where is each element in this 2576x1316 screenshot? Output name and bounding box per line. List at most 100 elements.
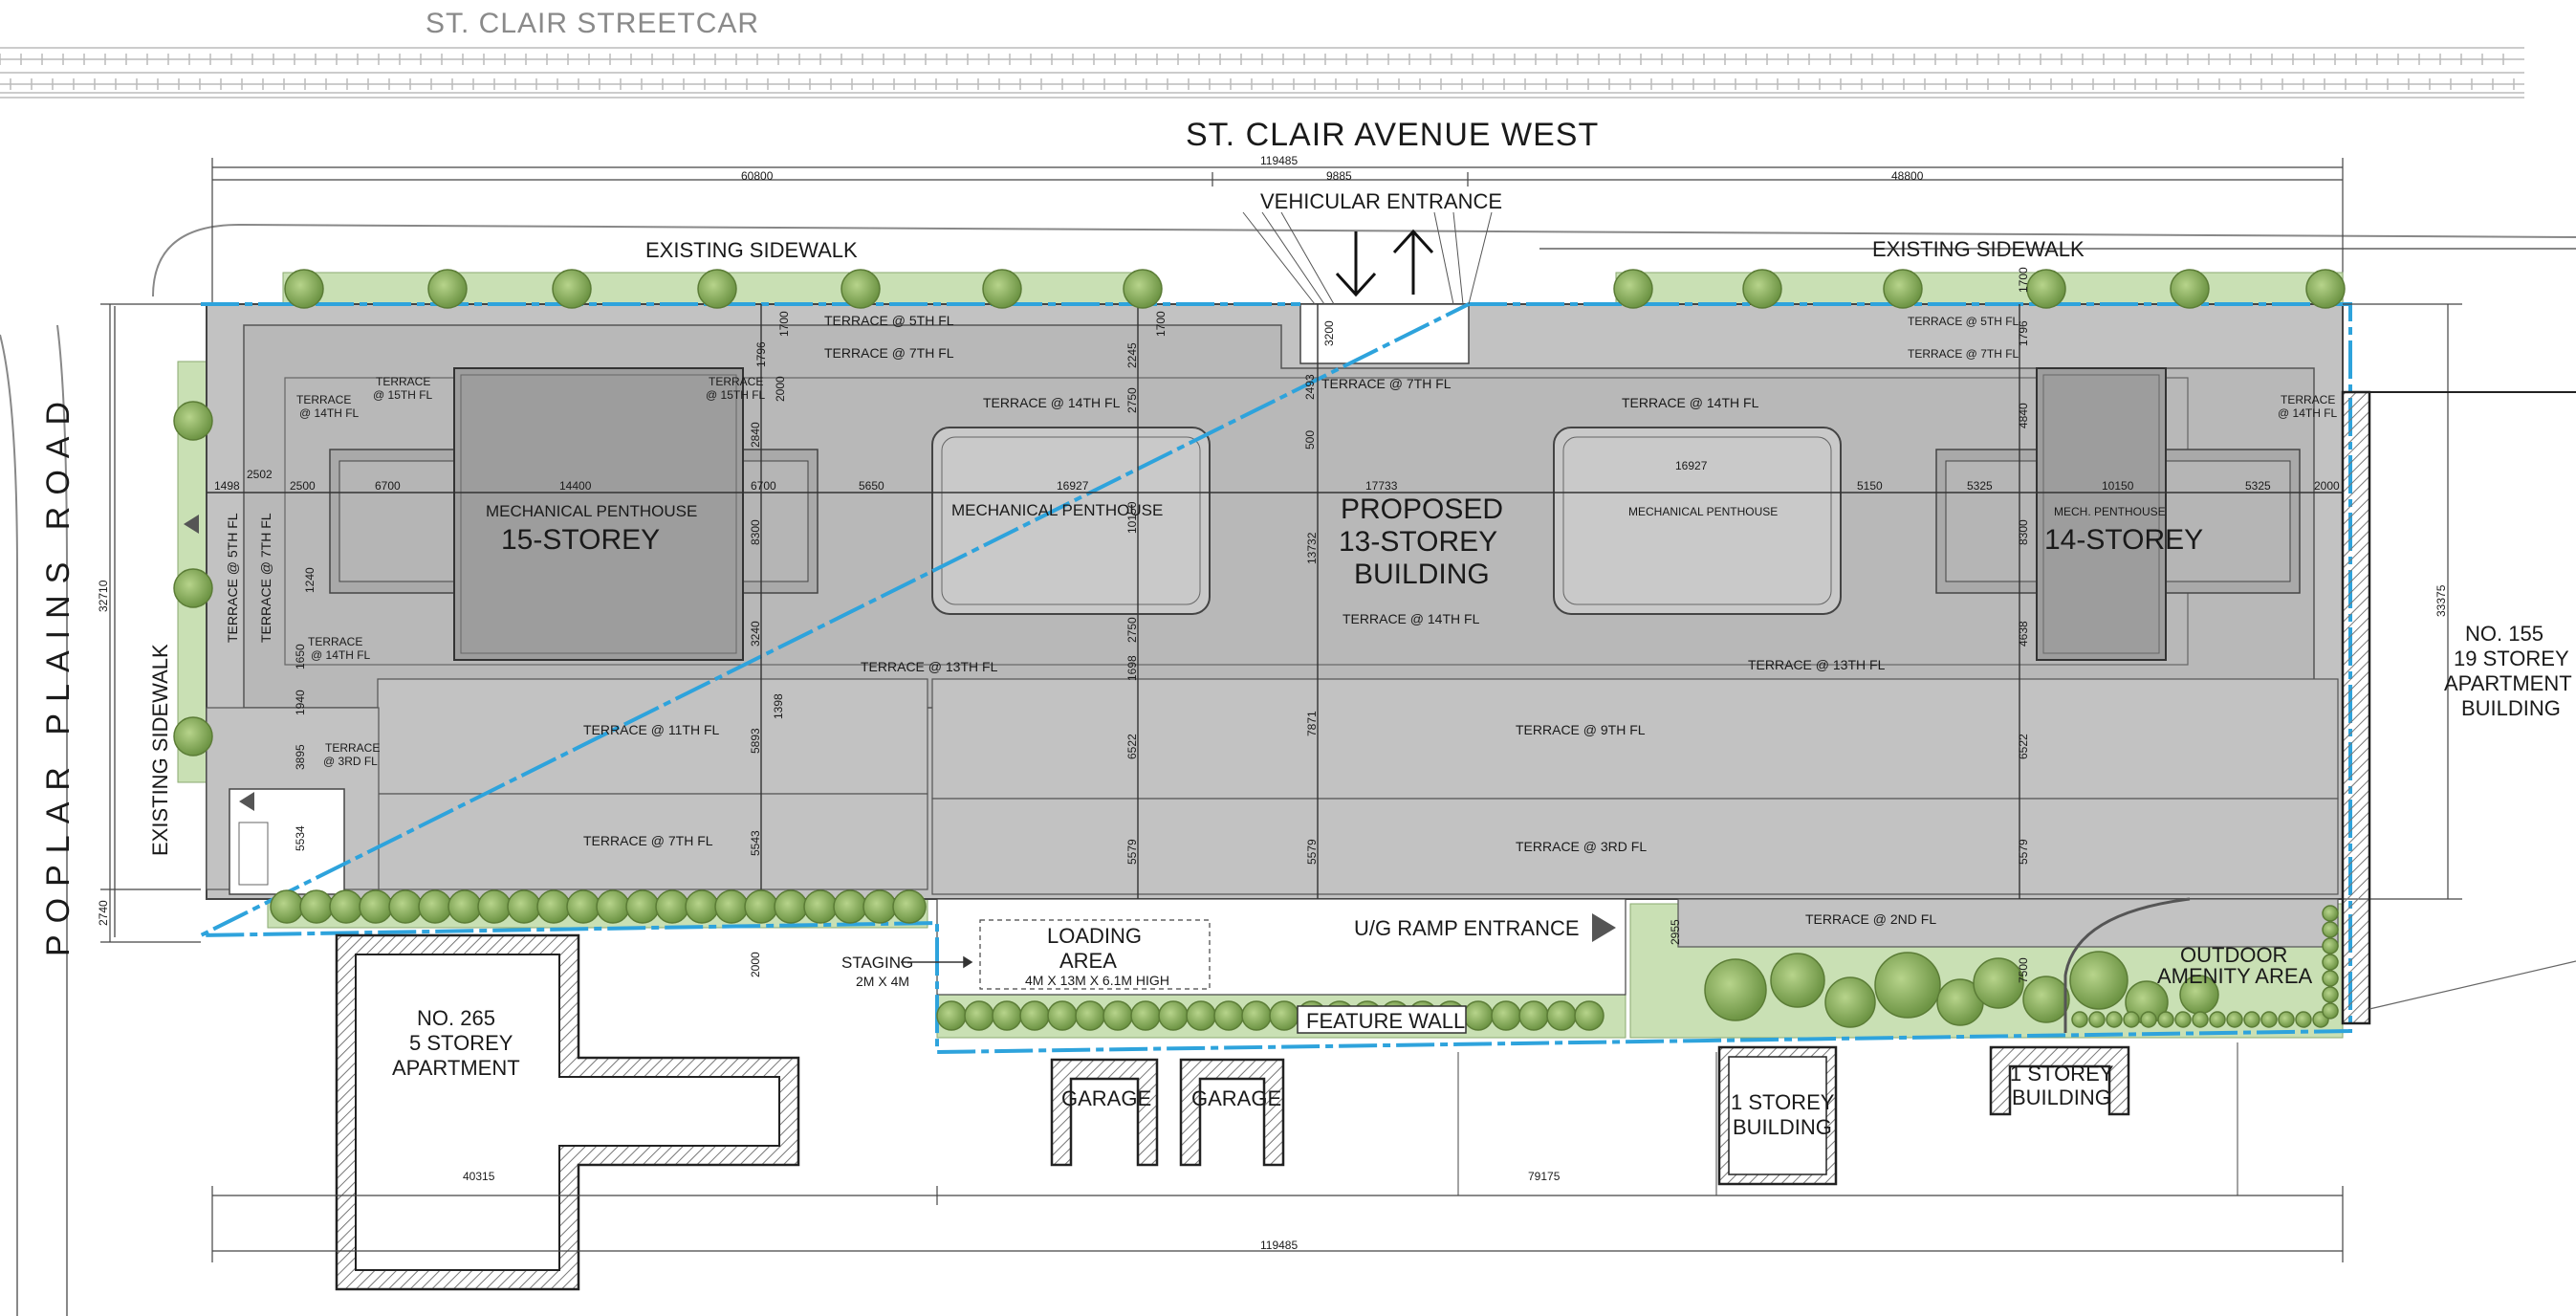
tree-icon [1973,957,2024,1009]
dim-1700a: 1700 [777,311,791,337]
staging-size-label: 2M X 4M [856,974,909,989]
terrace-11th: TERRACE @ 11TH FL [583,722,720,737]
avenue-label: ST. CLAIR AVENUE WEST [1186,117,1599,153]
tree-icon [744,889,778,924]
tree-icon [803,889,838,924]
tree-icon [1518,1000,1549,1031]
tree-icon [1269,1000,1299,1031]
tree-icon [536,889,571,924]
tree-icon [2322,970,2339,987]
tree-icon [427,269,468,309]
staging-arrow-icon [901,955,973,969]
mech-center-label: MECHANICAL PENTHOUSE [951,501,1163,519]
tree-icon [1019,1000,1050,1031]
dim-10150b: 10150 [2102,479,2134,493]
tree-icon [507,889,541,924]
tree-icon [892,889,927,924]
tree-icon [359,889,393,924]
sidewalk-top-right: EXISTING SIDEWALK [1872,237,2085,261]
tree-icon [1874,952,1941,1019]
mech-east-label: MECH. PENTHOUSE [2054,505,2166,518]
tree-icon [2260,1011,2278,1028]
tree-icon [1213,1000,1244,1031]
tree-icon [2069,951,2128,1010]
mech-west-label: MECHANICAL PENTHOUSE [486,502,697,520]
small-terrace: TERRACE [376,375,430,388]
tree-icon [329,889,363,924]
proposed-label-1: PROPOSED [1341,494,1503,525]
neighbour-buildings [335,390,2576,1291]
proposed-label-3: BUILDING [1354,559,1490,590]
one-storey-b-line-2: BUILDING [2012,1086,2111,1109]
dim-2000a: 2000 [774,376,787,402]
tree-icon [2209,1011,2226,1028]
dim-2740: 2740 [97,900,110,926]
tree-icon [2170,269,2210,309]
dim-1698: 1698 [1125,655,1139,681]
terrace-3rd: TERRACE @ 3RD FL [1516,839,1647,854]
dim-14400: 14400 [559,479,592,493]
tree-icon [173,716,213,757]
tree-icon [1491,1000,1521,1031]
dim-2750a: 2750 [1125,387,1139,413]
tree-icon [477,889,512,924]
tree-icon [566,889,600,924]
tree-icon [2295,1011,2312,1028]
dim-7871: 7871 [1305,711,1319,736]
west-tower-label: 15-STOREY [501,524,660,556]
small-terrace-floor: @ 3RD FL [323,755,378,768]
dim-1240: 1240 [303,567,317,593]
dim-32710: 32710 [97,580,110,612]
tree-icon [1102,1000,1133,1031]
terrace-9th: TERRACE @ 9TH FL [1516,722,1646,737]
tree-icon [448,889,482,924]
dim-2493: 2493 [1303,374,1317,400]
direction-arrow-icon [239,792,254,811]
tree-icon [714,889,749,924]
tree-icon [1130,1000,1161,1031]
one-storey-b-line-1: 1 STOREY [2010,1062,2114,1086]
small-terrace-floor: @ 14TH FL [311,648,371,662]
tree-icon [552,269,592,309]
terrace-13th-east: TERRACE @ 13TH FL [1748,657,1886,672]
terrace-7th-side: TERRACE @ 7TH FL [258,513,273,643]
dim-2502: 2502 [247,468,273,481]
no155-line-1: NO. 155 [2465,622,2543,646]
small-terrace: TERRACE [296,393,351,406]
tree-icon [774,889,808,924]
dim-overall-top: 119485 [1260,154,1298,167]
dim-2000c: 2000 [2314,479,2340,493]
poplar-road-label: POPLAR PLAINS ROAD [40,390,76,956]
tree-icon [2305,269,2346,309]
dim-5650: 5650 [859,479,884,493]
loading-label-2: AREA [1059,949,1117,973]
tree-icon [685,889,719,924]
dim-5150: 5150 [1857,479,1883,493]
dim-1700c: 1700 [2017,267,2030,293]
loading-size-label: 4M X 13M X 6.1M HIGH [1025,973,1169,988]
dim-10150a: 10150 [1125,501,1139,534]
dim-east-seg: 48800 [1891,169,1924,183]
tree-icon [2322,937,2339,954]
terrace-14th-centereast: TERRACE @ 14TH FL [1622,395,1759,410]
dim-1650: 1650 [294,644,307,669]
no265-line-3: APARTMENT [392,1056,520,1080]
tree-icon [936,1000,967,1031]
proposed-label-2: 13-STOREY [1339,526,1497,558]
dim-1796a: 1796 [754,341,768,367]
dim-2245: 2245 [1125,342,1139,368]
dim-8300a: 8300 [749,519,762,545]
tree-icon [2088,1011,2106,1028]
tree-icon [173,568,213,608]
dim-bottom-b: 79175 [1528,1170,1561,1183]
sidewalk-left: EXISTING SIDEWALK [148,644,172,856]
tree-icon [2071,1011,2088,1028]
dim-33375: 33375 [2434,584,2448,617]
dim-1940: 1940 [294,690,307,715]
dim-5893: 5893 [749,728,762,754]
tree-icon [2140,1011,2157,1028]
curb-lines [0,223,2576,1316]
small-terrace-floor: @ 14TH FL [299,406,360,420]
entrance-arrows [1335,229,1434,297]
mech-center-east-label: MECHANICAL PENTHOUSE [1628,505,1778,518]
